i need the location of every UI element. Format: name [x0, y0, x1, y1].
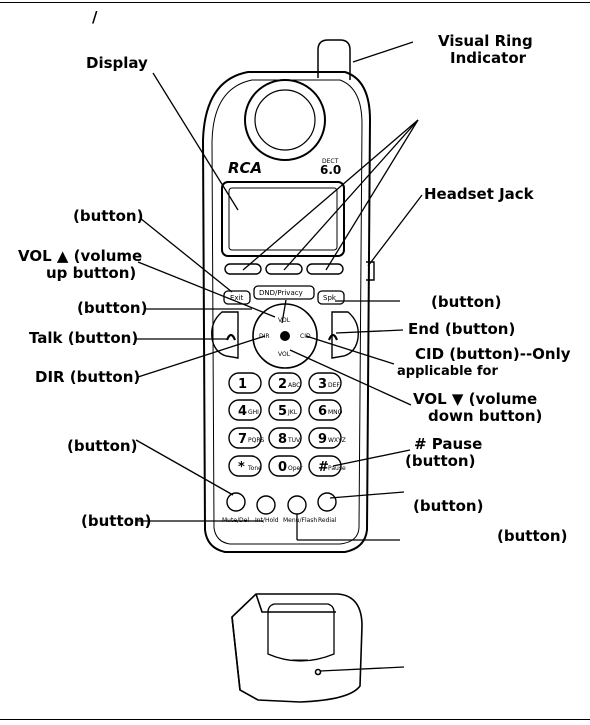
antenna: [317, 39, 351, 80]
label-vol-down-1: VOL ▼ (volume: [413, 390, 537, 408]
softkey-right[interactable]: [306, 263, 344, 275]
charge-indicator-led: [314, 668, 322, 676]
key-letters: MNO: [328, 409, 343, 416]
cid-label: CID: [300, 333, 311, 340]
key-digit: 9: [318, 432, 327, 447]
nav-center[interactable]: [280, 331, 290, 341]
top-rule: [0, 2, 590, 3]
key-8[interactable]: [268, 427, 302, 449]
key-3[interactable]: [308, 372, 342, 394]
label-button-exit: (button): [73, 207, 143, 225]
bottom-label-flash: Menu/Flash: [283, 517, 317, 524]
label-dir: DIR (button): [35, 368, 140, 386]
bottom-label-redial: Redial: [318, 517, 337, 524]
key-pound[interactable]: [308, 455, 342, 477]
exit-button[interactable]: [223, 290, 251, 305]
key-digit: 2: [278, 377, 287, 392]
key-letters: ABC: [288, 382, 300, 389]
vol-up-label: VOL: [278, 317, 291, 324]
label-button-star: (button): [67, 437, 137, 455]
key-star[interactable]: [228, 455, 262, 477]
label-button-mute: (button): [81, 512, 151, 530]
key-2[interactable]: [268, 372, 302, 394]
key-letters: PQRS: [248, 437, 265, 444]
spk-label: Spk: [323, 294, 337, 302]
label-button-redial: (button): [413, 497, 483, 515]
version-small: DECT: [322, 158, 339, 165]
key-letters: Oper: [288, 465, 303, 472]
label-button-spk: (button): [431, 293, 501, 311]
key-digit: 8: [278, 432, 287, 447]
label-pause-1: # Pause: [414, 435, 482, 453]
label-talk: Talk (button): [29, 329, 138, 347]
brand-logo: RCA: [228, 159, 262, 177]
earpiece: [244, 79, 326, 161]
label-button-dnd: (button): [77, 299, 147, 317]
key-digit: 6: [318, 404, 327, 419]
charging-cradle: [231, 593, 363, 703]
key-5[interactable]: [268, 399, 302, 421]
key-letters: WXYZ: [328, 437, 346, 444]
softkey-middle[interactable]: [265, 263, 303, 275]
key-letters: GHI: [248, 409, 259, 416]
version-label: 6.0: [320, 163, 341, 177]
softkey-left[interactable]: [224, 263, 262, 275]
key-7[interactable]: [228, 427, 262, 449]
cradle-body: [231, 593, 363, 703]
key-9[interactable]: [308, 427, 342, 449]
keypad: [228, 372, 342, 477]
label-headset-jack: Headset Jack: [424, 185, 535, 203]
key-letters: Tone: [247, 465, 262, 472]
label-cid-2: applicable for: [397, 364, 498, 379]
handset-body: [201, 71, 372, 553]
mute-del-button[interactable]: [226, 492, 246, 512]
key-digit: 1: [238, 377, 247, 392]
header-mark: /: [92, 8, 98, 26]
int-hold-button[interactable]: [256, 495, 276, 515]
talk-button[interactable]: [211, 311, 239, 359]
key-0[interactable]: [268, 455, 302, 477]
key-digit: 5: [278, 404, 287, 419]
key-letters: Pause: [328, 465, 346, 472]
key-digit: 0: [278, 460, 287, 475]
key-digit: 7: [238, 432, 247, 447]
display-screen: [221, 181, 345, 257]
key-letters: JKL: [287, 409, 298, 416]
key-letters: DEF: [328, 382, 340, 389]
handset: [201, 39, 375, 553]
bottom-label-hold: Int/Hold: [255, 517, 279, 524]
label-visual-ring-2: Indicator: [450, 49, 527, 67]
key-digit: 3: [318, 377, 327, 392]
dnd-label: DND/Privacy: [259, 289, 303, 297]
label-cid-1: CID (button)--Only: [415, 345, 571, 363]
label-display: Display: [86, 54, 148, 72]
leader-lines: [135, 41, 423, 672]
dnd-privacy-button[interactable]: [253, 285, 315, 300]
key-digit: #: [318, 460, 329, 475]
redial-button[interactable]: [317, 492, 337, 512]
key-digit: *: [238, 460, 245, 475]
exit-label: Exit: [230, 294, 244, 302]
key-digit: 4: [238, 404, 247, 419]
bottom-rule: [0, 719, 590, 720]
label-pause-2: (button): [405, 452, 475, 470]
label-end: End (button): [408, 320, 515, 338]
label-vol-up-2: up button): [46, 264, 136, 282]
callout-labels: Display Visual Ring Indicator Headset Ja…: [18, 32, 571, 545]
end-button[interactable]: [331, 311, 359, 359]
key-4[interactable]: [228, 399, 262, 421]
label-visual-ring-1: Visual Ring: [438, 32, 533, 50]
label-vol-down-2: down button): [428, 407, 542, 425]
key-letters: TUV: [287, 437, 301, 444]
key-1[interactable]: [228, 372, 262, 394]
headset-jack: [366, 261, 375, 281]
vol-down-label: VOL: [278, 351, 291, 358]
spk-button[interactable]: [317, 290, 345, 305]
label-vol-up-1: VOL ▲ (volume: [18, 247, 142, 265]
label-button-flash: (button): [497, 527, 567, 545]
key-6[interactable]: [308, 399, 342, 421]
menu-flash-button[interactable]: [287, 495, 307, 515]
